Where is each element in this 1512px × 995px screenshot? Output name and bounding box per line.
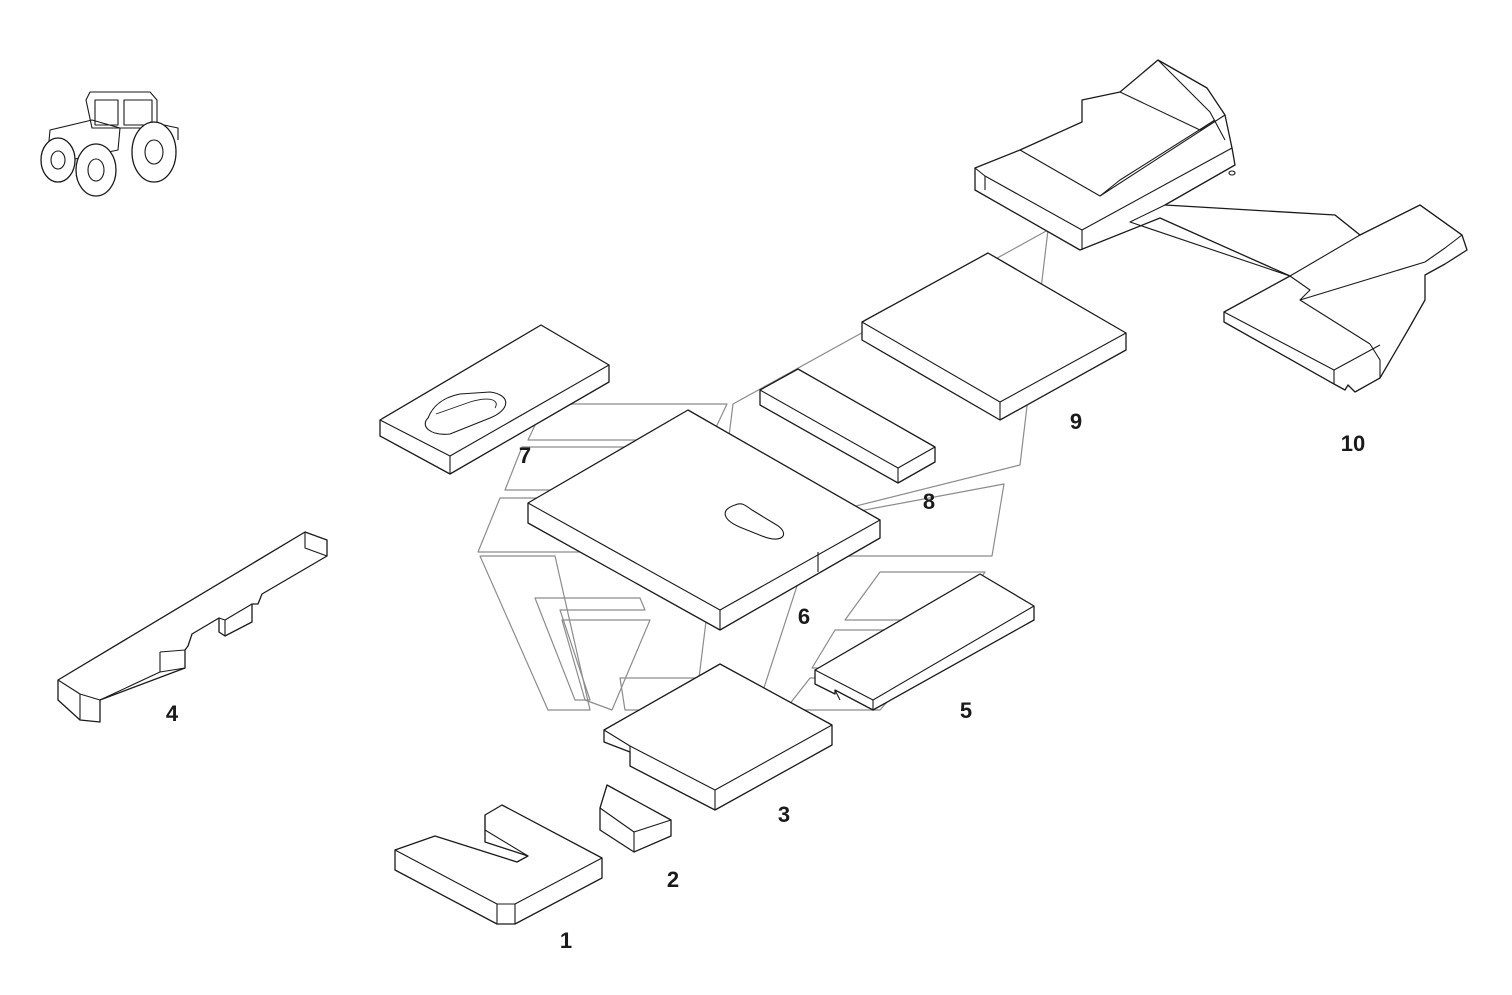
callout-10: 10 — [1341, 431, 1365, 456]
tractor-icon — [40, 91, 179, 197]
callout-7: 7 — [519, 443, 531, 468]
callout-1: 1 — [560, 928, 572, 953]
part-1 — [394, 804, 603, 925]
callout-8: 8 — [923, 489, 935, 514]
callout-4: 4 — [166, 701, 179, 726]
part-9 — [861, 252, 1127, 421]
callout-2: 2 — [667, 867, 679, 892]
part-7 — [379, 324, 610, 475]
part-10 — [974, 59, 1468, 393]
part-2 — [599, 784, 672, 853]
part-4 — [57, 531, 328, 723]
callout-5: 5 — [960, 698, 972, 723]
callout-9: 9 — [1070, 409, 1082, 434]
part-6 — [527, 409, 881, 631]
part-5 — [814, 573, 1035, 711]
part-8 — [759, 368, 936, 484]
callout-6: 6 — [798, 604, 810, 629]
part-3 — [603, 663, 833, 811]
callout-3: 3 — [778, 802, 790, 827]
